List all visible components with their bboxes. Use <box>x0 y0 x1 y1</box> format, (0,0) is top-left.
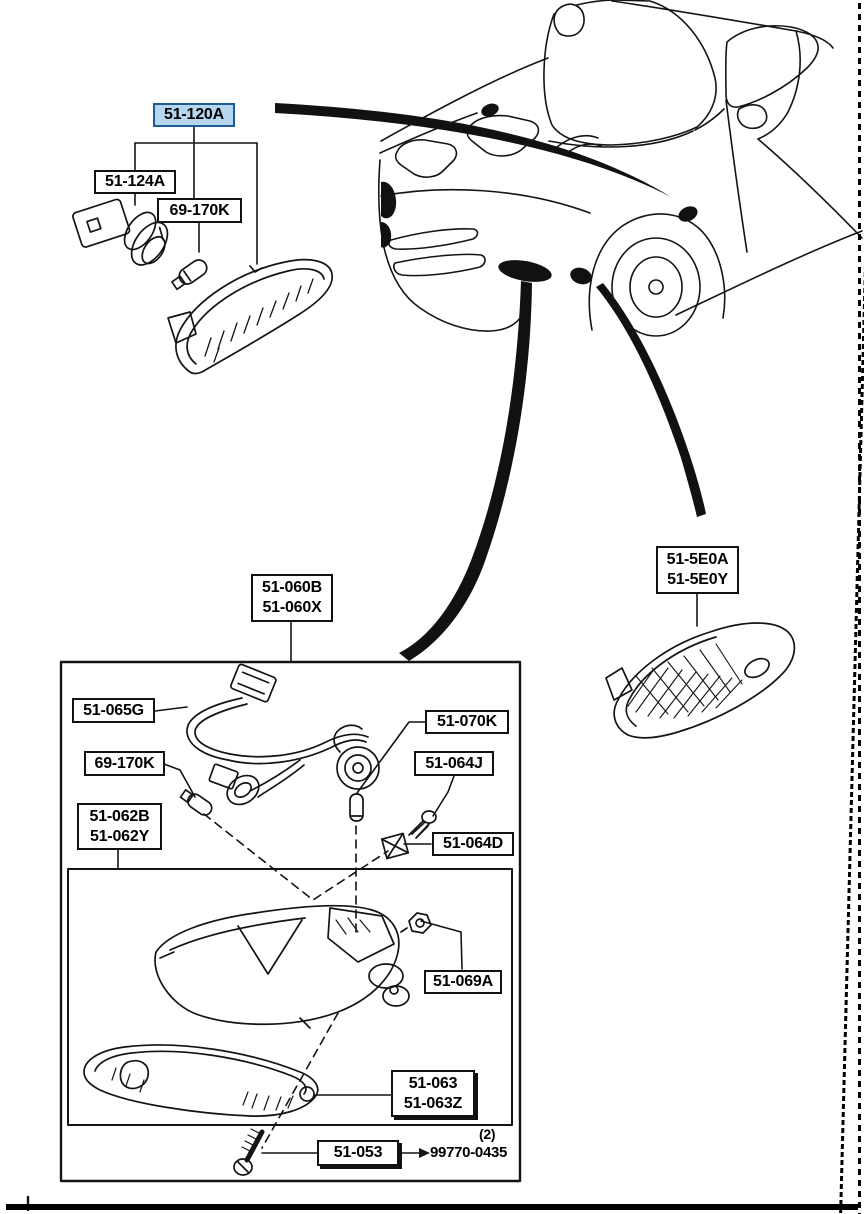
bulb-small-drawing <box>349 793 364 822</box>
label-assembly-line2: 51-060X <box>262 599 322 616</box>
ref-part-number[interactable]: 99770-0435 <box>430 1144 508 1161</box>
clip-drawing <box>380 832 410 860</box>
side-marker-crosshatch <box>627 643 743 719</box>
label-assembly-line1: 51-060B <box>262 579 322 597</box>
page-bottom-rule <box>6 1204 858 1210</box>
bulb-top-drawing <box>171 259 208 291</box>
harness-drawing <box>186 663 380 806</box>
screw-washer-drawing <box>408 810 437 839</box>
label-clip-text: 51-064D <box>443 835 503 853</box>
label-screw-washer[interactable]: 51-064J <box>414 751 494 776</box>
pointer-curves <box>275 103 706 661</box>
label-harness-text: 51-065G <box>83 701 144 719</box>
label-bulb-lower-text: 69-170K <box>94 754 155 772</box>
label-lens-line1: 51-063 <box>408 1074 458 1092</box>
label-side-marker-line2: 51-5E0Y <box>667 571 728 588</box>
torn-edge-decoration-2 <box>858 0 861 1214</box>
label-socket-text: 51-124A <box>105 173 165 191</box>
label-lens-line2: 51-063Z <box>403 1094 463 1112</box>
arrow-icon <box>419 1148 430 1158</box>
label-side-marker[interactable]: 51-5E0A 51-5E0Y <box>656 546 739 594</box>
side-marker-drawing <box>605 622 796 739</box>
assembly-dashed-lines <box>203 813 389 1149</box>
label-housing[interactable]: 51-062B 51-062Y <box>77 803 162 850</box>
front-lamp-socket-drawing <box>72 198 169 266</box>
label-bulb-small-text: 51-070K <box>437 713 497 731</box>
bulb-lower-drawing <box>179 789 213 816</box>
lens-screw-drawing <box>233 1128 265 1176</box>
front-lamp-lens-drawing <box>167 258 333 375</box>
leader-lines <box>117 126 698 1158</box>
label-socket[interactable]: 51-124A <box>94 170 176 194</box>
assembly-outer-box <box>26 660 522 1212</box>
label-bulb-top[interactable]: 69-170K <box>157 198 242 223</box>
label-harness[interactable]: 51-065G <box>72 698 155 723</box>
label-bulb-small[interactable]: 51-070K <box>425 710 509 734</box>
housing-drawing <box>154 904 410 1029</box>
label-nut-text: 51-069A <box>433 973 493 991</box>
lamp-position-markers <box>381 103 698 285</box>
label-front-lamp-text: 51-120A <box>164 106 224 124</box>
label-assembly[interactable]: 51-060B 51-060X <box>251 574 333 622</box>
label-nut[interactable]: 51-069A <box>424 970 502 994</box>
label-clip[interactable]: 51-064D <box>432 832 514 856</box>
label-lens[interactable]: 51-063 51-063Z <box>391 1070 475 1117</box>
label-bulb-top-text: 69-170K <box>169 201 230 219</box>
label-housing-line2: 51-062Y <box>89 827 150 845</box>
label-bulb-lower[interactable]: 69-170K <box>84 751 165 776</box>
lens-drawing <box>83 1044 319 1117</box>
label-lens-screw[interactable]: 51-053 <box>317 1140 399 1166</box>
label-screw-washer-text: 51-064J <box>425 754 483 772</box>
nut-drawing <box>400 912 432 934</box>
label-front-lamp[interactable]: 51-120A <box>153 103 235 127</box>
ref-part-qty: (2) <box>479 1126 496 1142</box>
label-lens-screw-text: 51-053 <box>333 1144 383 1162</box>
car-illustration <box>377 0 863 337</box>
label-housing-line1: 51-062B <box>89 807 150 825</box>
label-side-marker-line1: 51-5E0A <box>666 551 729 569</box>
